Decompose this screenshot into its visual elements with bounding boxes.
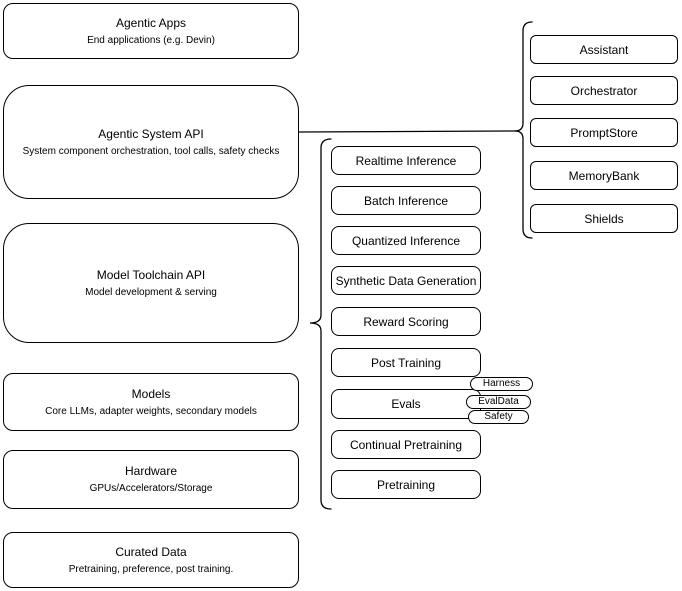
node-continual-pretraining: Continual Pretraining: [331, 430, 481, 459]
node-models: Models Core LLMs, adapter weights, secon…: [3, 373, 299, 431]
node-title: Hardware: [124, 464, 178, 478]
node-label: Batch Inference: [363, 193, 449, 208]
node-assistant: Assistant: [530, 35, 678, 64]
node-shields: Shields: [530, 204, 678, 233]
system-api-connector-line: [298, 130, 517, 133]
node-label: Shields: [584, 211, 624, 226]
pill-label: Safety: [484, 411, 513, 422]
node-label: Orchestrator: [570, 83, 638, 98]
node-subtitle: End applications (e.g. Devin): [87, 34, 215, 46]
pill-harness: Harness: [470, 377, 533, 391]
node-realtime-inference: Realtime Inference: [331, 146, 481, 175]
node-subtitle: Pretraining, preference, post training.: [68, 563, 234, 575]
pill-evaldata: EvalData: [466, 395, 531, 409]
node-label: Evals: [391, 397, 421, 411]
node-label: Quantized Inference: [351, 233, 461, 248]
node-model-toolchain-api: Model Toolchain API Model development & …: [3, 223, 299, 343]
node-pretraining: Pretraining: [331, 470, 481, 499]
node-title: Agentic Apps: [115, 15, 187, 30]
node-label: MemoryBank: [568, 168, 640, 183]
node-evals: Evals: [331, 389, 481, 419]
node-label: Synthetic Data Generation: [335, 273, 477, 288]
node-quantized-inference: Quantized Inference: [331, 226, 481, 255]
node-promptstore: PromptStore: [530, 118, 678, 147]
node-title: Agentic System API: [98, 126, 204, 141]
node-synthetic-data-generation: Synthetic Data Generation: [331, 266, 481, 295]
node-label: PromptStore: [570, 125, 638, 140]
node-label: Realtime Inference: [355, 153, 457, 168]
node-hardware: Hardware GPUs/Accelerators/Storage: [3, 450, 299, 509]
node-title: Models: [131, 386, 171, 401]
node-curated-data: Curated Data Pretraining, preference, po…: [3, 532, 299, 588]
node-subtitle: GPUs/Accelerators/Storage: [89, 483, 213, 494]
node-batch-inference: Batch Inference: [331, 186, 481, 215]
node-post-training: Post Training: [331, 348, 481, 377]
pill-label: EvalData: [478, 396, 519, 407]
node-label: Post Training: [370, 355, 442, 370]
node-subtitle: Model development & serving: [85, 286, 217, 298]
node-label: Reward Scoring: [363, 314, 449, 329]
node-agentic-apps: Agentic Apps End applications (e.g. Devi…: [3, 3, 299, 59]
node-orchestrator: Orchestrator: [530, 76, 678, 105]
pill-label: Harness: [482, 378, 521, 389]
node-memorybank: MemoryBank: [530, 161, 678, 190]
node-reward-scoring: Reward Scoring: [331, 307, 481, 336]
system-components-brace: [514, 21, 533, 239]
node-label: Assistant: [579, 42, 629, 57]
node-agentic-system-api: Agentic System API System component orch…: [3, 85, 299, 199]
node-subtitle: System component orchestration, tool cal…: [22, 145, 280, 157]
node-title: Model Toolchain API: [96, 267, 206, 282]
node-label: Pretraining: [376, 477, 436, 492]
toolchain-brace: [309, 138, 332, 510]
node-label: Continual Pretraining: [349, 437, 463, 452]
node-title: Curated Data: [115, 544, 187, 559]
pill-safety: Safety: [468, 410, 529, 424]
node-subtitle: Core LLMs, adapter weights, secondary mo…: [45, 405, 257, 417]
